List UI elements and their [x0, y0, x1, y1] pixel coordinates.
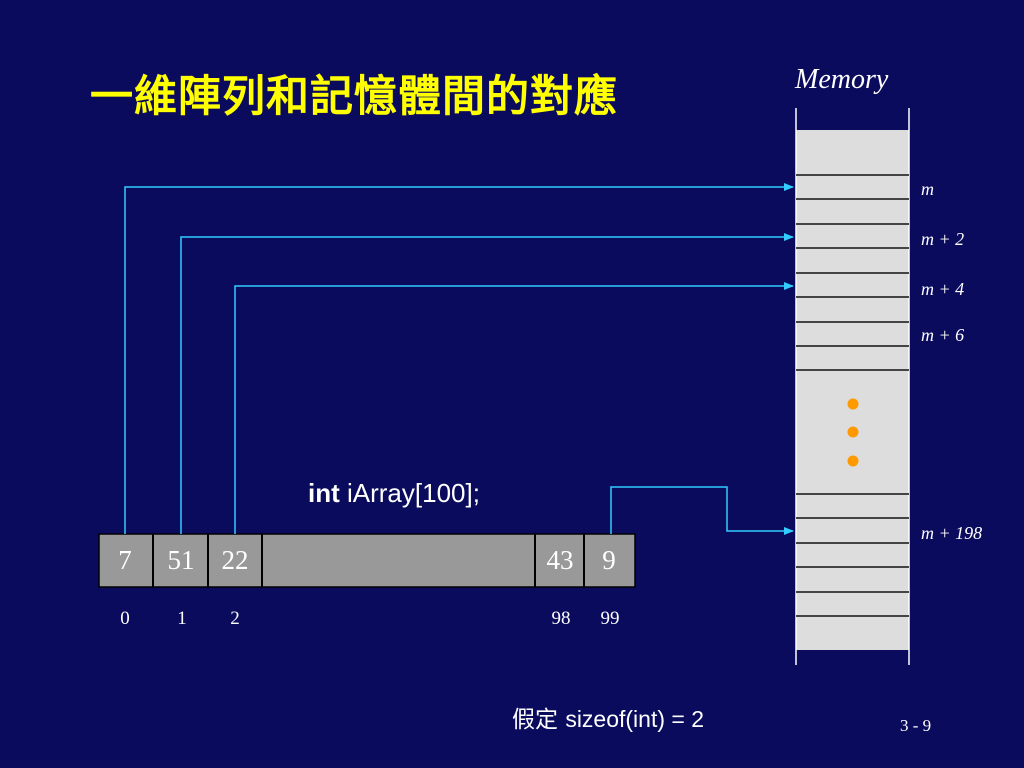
note-prefix: 假定 — [512, 707, 566, 733]
assumption-note: 假定 sizeof(int) = 2 — [512, 700, 704, 734]
array-index-label: 99 — [600, 608, 620, 629]
arrow-index-0 — [124, 183, 794, 534]
declaration-keyword: int — [308, 478, 340, 508]
page-number: 3 - 9 — [900, 716, 932, 735]
array-cell-separators — [152, 534, 585, 587]
array-index-label: 0 — [120, 608, 130, 629]
memory-column — [795, 108, 910, 665]
note-code: sizeof(int) = 2 — [565, 706, 705, 732]
ellipsis-dot — [847, 426, 859, 438]
arrow-index-1 — [180, 233, 794, 534]
memory-slot-dividers — [796, 174, 909, 617]
array-cell-value: 7 — [118, 545, 132, 575]
array-index-label: 98 — [551, 608, 571, 629]
memory-address-label: m + 6 — [921, 325, 965, 345]
memory-address-label: m + 4 — [921, 279, 965, 299]
memory-block — [796, 130, 909, 650]
array-cell-value: 43 — [546, 545, 574, 575]
mapping-arrows — [124, 183, 794, 535]
memory-address-label: m + 2 — [921, 229, 965, 249]
array-cell-value: 51 — [167, 545, 195, 575]
memory-address-label: m + 198 — [921, 523, 983, 543]
arrow-index-99 — [610, 486, 794, 535]
arrow-index-2 — [234, 282, 794, 534]
array-outline — [98, 533, 636, 588]
array-cell-value: 9 — [602, 545, 616, 575]
array-index-label: 2 — [230, 608, 240, 629]
array-cell-value: 22 — [221, 545, 249, 575]
ellipsis-dot — [847, 455, 859, 467]
array-declaration: int iArray[100]; — [308, 478, 480, 509]
slide-title: 一維陣列和記憶體間的對應 — [90, 72, 618, 122]
memory-label: Memory — [795, 64, 889, 95]
array-index-label: 1 — [177, 608, 187, 629]
array-row — [98, 533, 636, 588]
declaration-rest: iArray[100]; — [339, 478, 480, 508]
ellipsis-dot — [847, 398, 859, 410]
memory-address-label: m — [921, 179, 934, 199]
